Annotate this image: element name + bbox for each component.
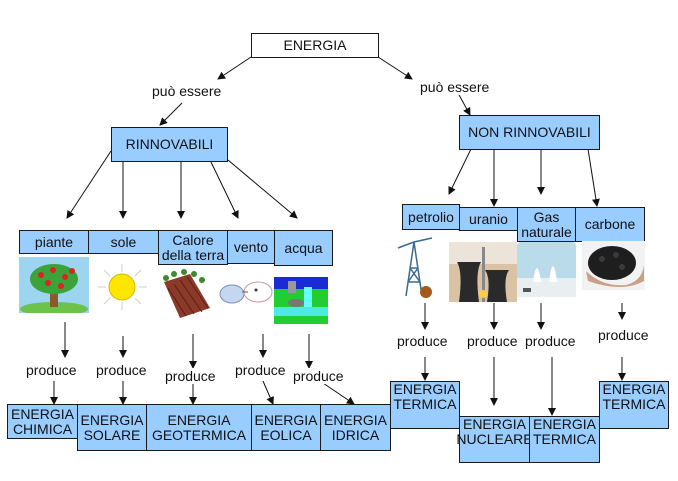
non-rinnovabili-label: NON RINNOVABILI bbox=[468, 124, 591, 140]
source-petrolio: petrolio bbox=[402, 204, 460, 230]
produce-label-carbone: produce bbox=[597, 327, 650, 343]
produce-label-sole: produce bbox=[95, 362, 148, 378]
rinnovabili-node: RINNOVABILI bbox=[111, 127, 228, 162]
gas-geyser-icon bbox=[517, 242, 576, 297]
source-gas-naturale: Gas naturale bbox=[517, 207, 576, 242]
output-line: TERMICA bbox=[393, 396, 457, 412]
source-label: piante bbox=[34, 233, 74, 250]
source-carbone: carbone bbox=[575, 207, 645, 242]
cooling-tower-icon bbox=[449, 242, 517, 302]
output-line: ENERGIA bbox=[393, 381, 457, 397]
output-energia-geotermica: ENERGIA GEOTERMICA bbox=[146, 404, 252, 451]
output-line: TERMICA bbox=[602, 396, 666, 412]
output-line: ENERGIA bbox=[323, 411, 387, 428]
output-energia-eolica: ENERGIA EOLICA bbox=[251, 404, 321, 451]
output-energia-termica-carbone: ENERGIA TERMICA bbox=[599, 381, 669, 429]
produce-label-petrolio: produce bbox=[396, 333, 449, 349]
waterfall-icon bbox=[274, 277, 328, 324]
output-line: GEOTERMICA bbox=[151, 426, 247, 443]
oil-derrick-icon bbox=[392, 234, 436, 300]
output-line: ENERGIA bbox=[462, 416, 526, 432]
earth-field-icon bbox=[160, 268, 212, 320]
source-calore-della-terra: Calore della terra bbox=[158, 230, 228, 265]
arrow-puo-to-nonrinnovabili bbox=[457, 92, 471, 116]
produce-label-calore: produce bbox=[164, 368, 217, 384]
tree-icon bbox=[19, 257, 89, 313]
output-energia-solare: ENERGIA SOLARE bbox=[77, 404, 147, 451]
output-line: NUCLEARE bbox=[456, 431, 533, 447]
output-line: ENERGIA bbox=[532, 416, 596, 432]
source-label: sole bbox=[110, 233, 137, 250]
wind-cloud-icon bbox=[218, 278, 273, 308]
relation-label-right: può essere bbox=[419, 79, 491, 95]
coal-hands-icon bbox=[582, 241, 645, 290]
output-energia-nucleare: ENERGIA NUCLEARE bbox=[456, 416, 533, 463]
energia-root-node: ENERGIA bbox=[251, 33, 379, 58]
produce-label-vento: produce bbox=[234, 362, 287, 378]
output-line: EOLICA bbox=[260, 426, 312, 443]
output-line: TERMICA bbox=[533, 431, 596, 447]
output-energia-chimica: ENERGIA CHIMICA bbox=[7, 404, 78, 439]
output-line: CHIMICA bbox=[12, 420, 73, 437]
produce-label-uranio: produce bbox=[466, 333, 519, 349]
rinnovabili-label: RINNOVABILI bbox=[125, 136, 214, 152]
source-label: Calore della terra bbox=[161, 231, 225, 263]
non-rinnovabili-node: NON RINNOVABILI bbox=[459, 115, 600, 150]
source-label: carbone bbox=[584, 216, 636, 232]
source-label: acqua bbox=[284, 239, 323, 256]
arrow-energia-to-puo-right bbox=[377, 56, 413, 80]
output-line: SOLARE bbox=[83, 426, 141, 443]
arrow-energia-to-puo-left bbox=[217, 56, 252, 80]
output-line: ENERGIA bbox=[602, 381, 666, 397]
source-label: uranio bbox=[469, 210, 508, 227]
produce-label-acqua: produce bbox=[292, 368, 345, 384]
relation-label-left: può essere bbox=[151, 83, 223, 99]
output-line: ENERGIA bbox=[80, 411, 144, 428]
source-acqua: acqua bbox=[274, 230, 333, 266]
source-label: petrolio bbox=[408, 208, 454, 225]
output-line: ENERGIA bbox=[254, 411, 318, 428]
output-energia-idrica: ENERGIA IDRICA bbox=[320, 404, 391, 451]
arrow-puo-to-rinnovabili bbox=[159, 102, 183, 126]
source-vento: vento bbox=[227, 230, 275, 264]
energia-root-label: ENERGIA bbox=[283, 37, 347, 53]
source-uranio: uranio bbox=[459, 207, 518, 231]
produce-label-gas: produce bbox=[524, 333, 577, 349]
source-sole: sole bbox=[88, 230, 159, 254]
sun-icon bbox=[95, 262, 150, 312]
source-piante: piante bbox=[19, 230, 89, 254]
output-energia-termica-petrolio: ENERGIA TERMICA bbox=[390, 381, 460, 429]
produce-label-piante: produce bbox=[25, 362, 78, 378]
source-label: vento bbox=[233, 238, 269, 255]
output-line: IDRICA bbox=[331, 426, 380, 443]
output-energia-termica-gas: ENERGIA TERMICA bbox=[529, 416, 600, 463]
source-label: Gas naturale bbox=[521, 208, 572, 240]
output-line: ENERGIA bbox=[10, 405, 74, 422]
output-line: ENERGIA bbox=[167, 411, 231, 428]
